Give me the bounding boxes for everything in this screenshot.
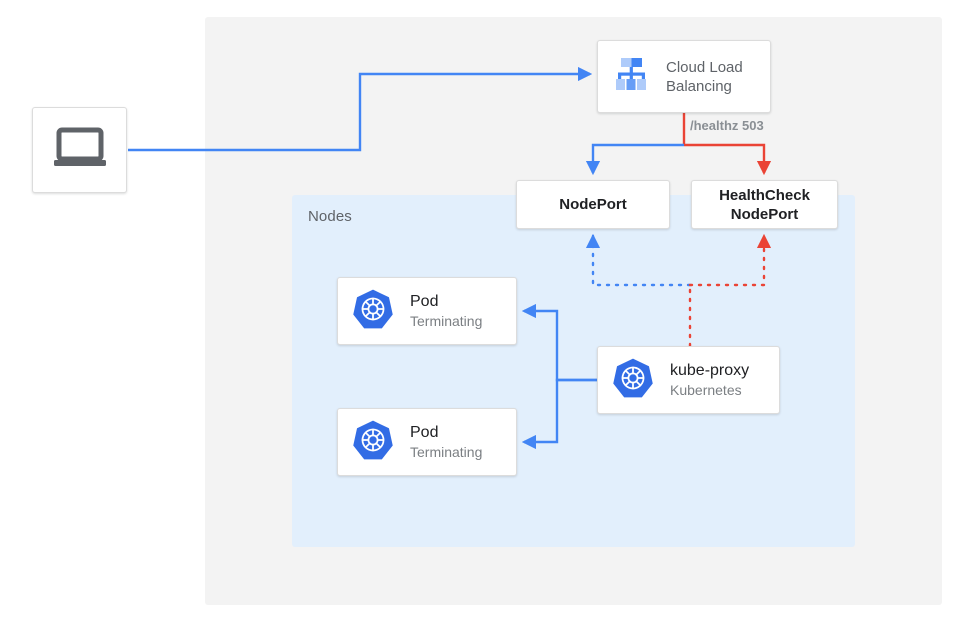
kube-proxy-labels: kube-proxy Kubernetes xyxy=(670,361,749,399)
cloud-load-balancing-node[interactable]: Cloud Load Balancing xyxy=(597,40,771,113)
pod-1-status: Terminating xyxy=(410,313,483,329)
laptop-icon xyxy=(52,126,108,175)
cloud-load-balancing-icon xyxy=(608,51,654,102)
clb-line-1: Cloud Load xyxy=(666,58,743,76)
client-node[interactable] xyxy=(32,107,127,193)
pod-2-status: Terminating xyxy=(410,444,483,460)
nodeport-node[interactable]: NodePort xyxy=(516,180,670,229)
kube-proxy-node[interactable]: kube-proxy Kubernetes xyxy=(597,346,780,414)
pod-node-1[interactable]: Pod Terminating xyxy=(337,277,517,345)
pod-1-title: Pod xyxy=(410,293,439,310)
kube-proxy-subtitle: Kubernetes xyxy=(670,382,742,398)
pod-2-labels: Pod Terminating xyxy=(410,423,482,461)
healthcheck-line-2: NodePort xyxy=(730,205,799,223)
clb-line-2: Balancing xyxy=(666,77,732,95)
pod-1-labels: Pod Terminating xyxy=(410,292,482,330)
healthcheck-nodeport-label: HealthCheck NodePort xyxy=(719,186,810,224)
nodeport-label: NodePort xyxy=(559,196,627,213)
pod-node-2[interactable]: Pod Terminating xyxy=(337,408,517,476)
healthcheck-line-1: HealthCheck xyxy=(719,186,810,204)
kubernetes-icon xyxy=(352,288,394,335)
nodes-panel-label: Nodes xyxy=(308,208,352,225)
kube-proxy-title: kube-proxy xyxy=(670,362,750,379)
healthcheck-nodeport-node[interactable]: HealthCheck NodePort xyxy=(691,180,838,229)
kubernetes-icon xyxy=(352,419,394,466)
pod-2-title: Pod xyxy=(410,424,439,441)
cloud-load-balancing-label: Cloud Load Balancing xyxy=(666,58,743,96)
healthz-edge-label: /healthz 503 xyxy=(690,118,764,133)
kubernetes-icon xyxy=(612,357,654,404)
